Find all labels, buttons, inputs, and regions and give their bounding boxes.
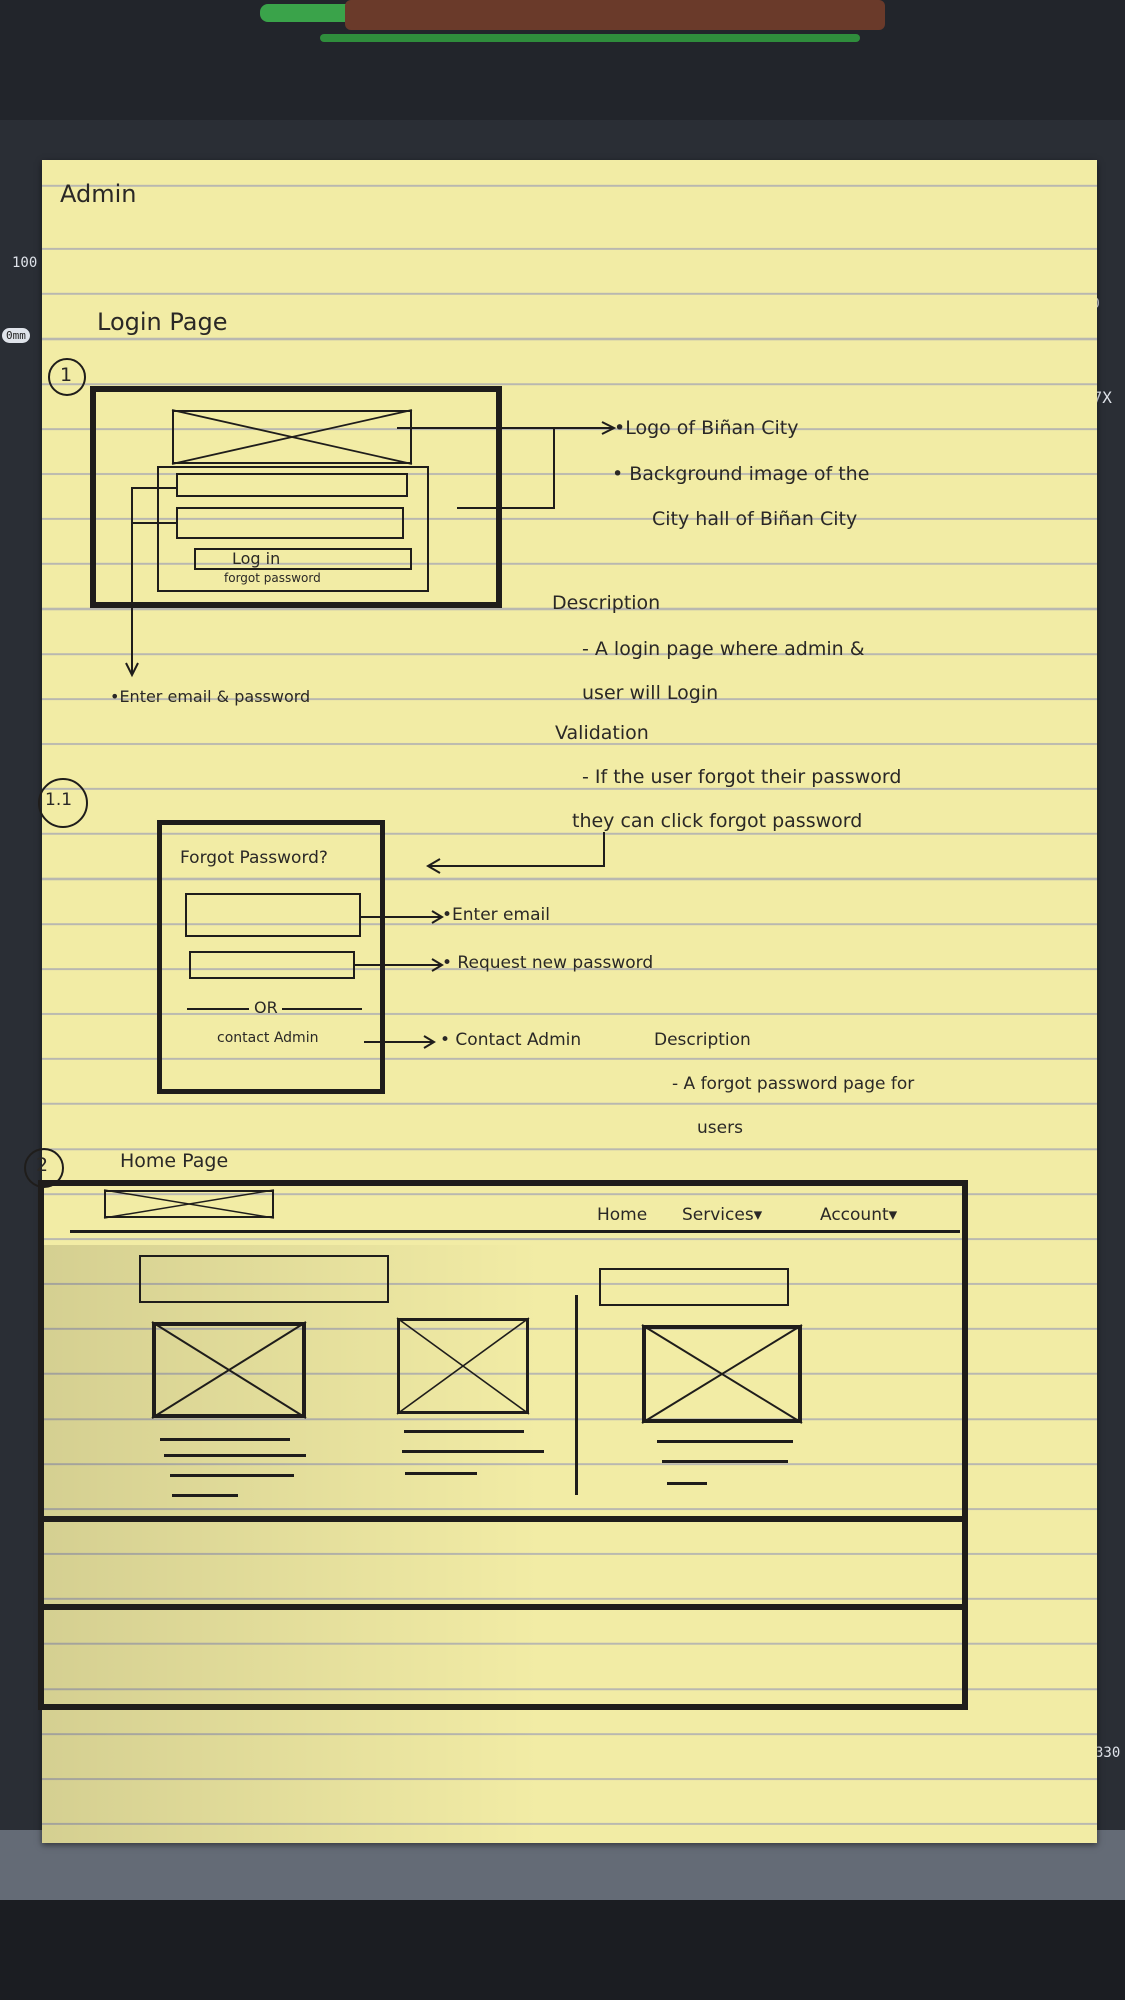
validation-line-2: they can click forgot password	[572, 810, 863, 832]
card-1-text-line-4	[172, 1494, 238, 1497]
or-divider-right	[282, 1008, 362, 1010]
card-1-text-line-2	[164, 1454, 306, 1457]
card-2-text-line-1	[404, 1430, 524, 1433]
card-1-text-line-1	[160, 1438, 290, 1441]
section-number-1-label: 1	[60, 364, 73, 386]
note-logo: •Logo of Biñan City	[614, 417, 799, 439]
description-label-1: Description	[552, 592, 661, 614]
card-3-text-line-2	[662, 1460, 788, 1463]
description-1-line-1: - A login page where admin &	[582, 638, 865, 660]
forgot-link-label: forgot password	[224, 571, 321, 585]
content-bottom-border	[38, 1516, 968, 1522]
description-1-1-line-2: users	[697, 1118, 743, 1138]
login-wireframe-frame	[90, 386, 502, 608]
brown-case	[345, 0, 885, 30]
card-2-text-line-2	[402, 1450, 544, 1453]
or-label: OR	[254, 998, 278, 1017]
page-title: Admin	[60, 180, 137, 208]
forgot-annotation-arrows	[355, 832, 605, 1049]
home-wireframe-frame	[38, 1180, 968, 1710]
email-field-placeholder	[176, 473, 408, 497]
nav-home: Home	[597, 1205, 648, 1225]
logo-placeholder	[172, 410, 412, 464]
or-divider-left	[187, 1008, 249, 1010]
note-request-password: • Request new password	[442, 953, 654, 973]
description-1-1-line-1: - A forgot password page for	[672, 1074, 915, 1094]
card-image-1	[152, 1322, 306, 1418]
note-background-1: • Background image of the	[612, 463, 870, 485]
note-background-2: City hall of Biñan City	[652, 508, 858, 530]
login-annotation-arrows	[125, 421, 617, 678]
ruler-label-100: 100	[12, 255, 38, 271]
column-divider	[575, 1295, 578, 1495]
shadow	[42, 1245, 542, 1843]
nav-account: Account▾	[820, 1205, 898, 1225]
login-button-label: Log in	[232, 549, 281, 568]
home-logo-cross	[103, 1189, 275, 1219]
search-bar-placeholder-right	[599, 1268, 789, 1306]
forgot-password-wireframe	[157, 820, 385, 1094]
ruler-label-0mm: 0mm	[2, 328, 30, 343]
forgot-email-field	[185, 893, 361, 937]
login-page-heading: Login Page	[97, 308, 228, 336]
section-number-2-label: 2	[36, 1154, 49, 1176]
card-image-3	[642, 1325, 802, 1423]
contact-admin-link: contact Admin	[217, 1030, 319, 1046]
card-3-text-line-3	[667, 1482, 707, 1485]
section-number-2	[24, 1148, 64, 1188]
section-number-1-1	[38, 778, 88, 828]
validation-label: Validation	[555, 722, 649, 744]
card-2-text-line-3	[405, 1472, 477, 1475]
note-enter-email: •Enter email	[442, 905, 550, 925]
home-logo-placeholder	[104, 1190, 274, 1218]
card-image-crosses	[151, 1317, 803, 1424]
home-page-heading: Home Page	[120, 1150, 229, 1172]
nav-services: Services▾	[682, 1205, 763, 1225]
note-contact-admin: • Contact Admin	[440, 1030, 582, 1050]
search-bar-placeholder-left	[139, 1255, 389, 1303]
description-1-line-2: user will Login	[582, 682, 719, 704]
notepad-sheet: Admin Login Page 1 Log in forgot passwor…	[24, 160, 1097, 1843]
card-image-2	[397, 1318, 529, 1414]
card-1-text-line-3	[170, 1474, 294, 1477]
section-number-1	[48, 358, 86, 396]
logo-placeholder-cross	[171, 409, 413, 465]
password-field-placeholder	[176, 507, 404, 539]
description-label-1-1: Description	[654, 1030, 751, 1050]
request-password-button	[189, 951, 355, 979]
ruler-label-330: 330	[1095, 1745, 1121, 1761]
validation-line-1: - If the user forgot their password	[582, 766, 902, 788]
footer-top-border	[38, 1604, 968, 1610]
login-button-placeholder	[194, 548, 412, 570]
card-3-text-line-1	[657, 1440, 793, 1443]
note-enter-email-password: •Enter email & password	[110, 687, 311, 706]
section-number-1-1-label: 1.1	[45, 790, 73, 810]
forgot-password-title: Forgot Password?	[180, 848, 328, 868]
login-form-panel	[157, 466, 429, 592]
green-pen-2	[320, 34, 860, 42]
navbar-bottom	[70, 1230, 960, 1233]
